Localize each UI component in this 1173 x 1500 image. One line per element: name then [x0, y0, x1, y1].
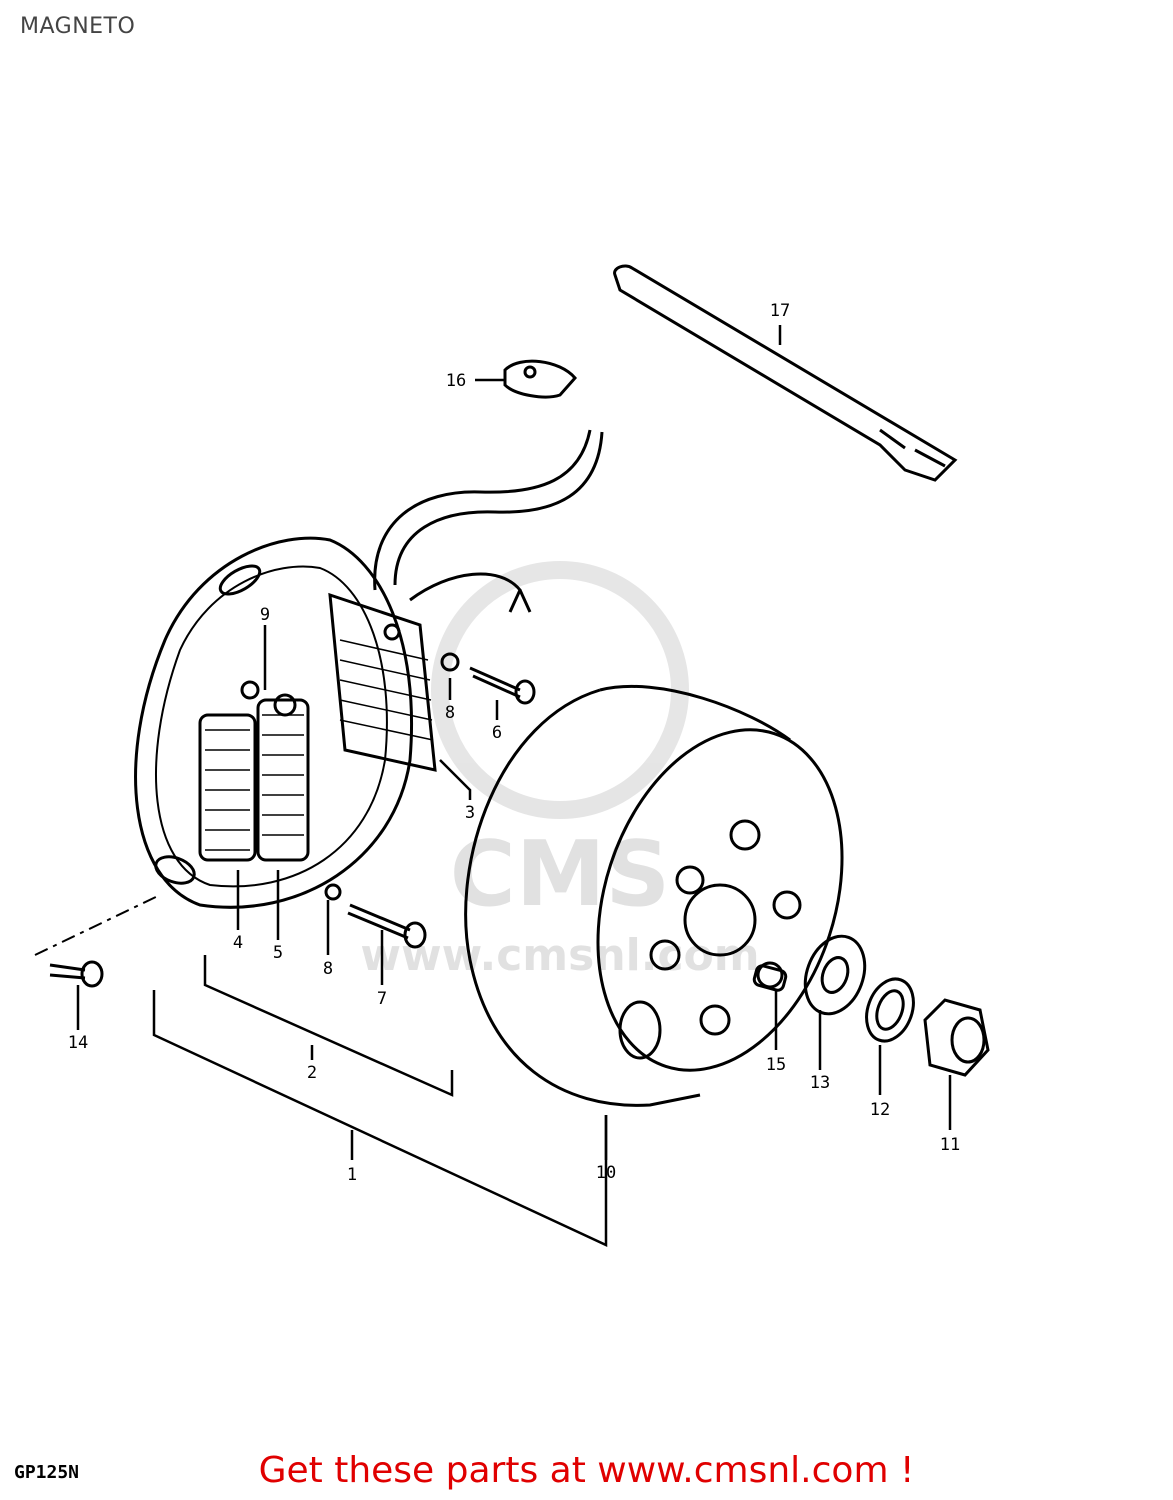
- watermark-logo: CMS www.cmsnl.com: [360, 561, 760, 981]
- stator-screws: [34, 652, 536, 988]
- callout-8a: 8: [445, 703, 455, 723]
- callout-15: 15: [766, 1055, 786, 1075]
- hub-fasteners: [752, 934, 990, 1077]
- stator-coil-left: [198, 680, 310, 862]
- callout-5: 5: [273, 943, 283, 963]
- callout-3: 3: [465, 803, 475, 823]
- grommet: [503, 359, 577, 399]
- lead-wire: [373, 429, 604, 613]
- callout-12: 12: [870, 1100, 890, 1120]
- callout-8b: 8: [323, 959, 333, 979]
- callout-4: 4: [233, 933, 243, 953]
- callout-2: 2: [307, 1063, 317, 1083]
- model-code: GP125N: [14, 1462, 80, 1483]
- callout-1: 1: [347, 1165, 357, 1185]
- callout-14: 14: [68, 1033, 88, 1053]
- callout-13: 13: [810, 1073, 830, 1093]
- promo-link[interactable]: Get these parts at www.cmsnl.com !: [258, 1450, 915, 1491]
- leader-lines: [76, 325, 952, 1247]
- callout-16: 16: [446, 371, 466, 391]
- callout-6: 6: [492, 723, 502, 743]
- svg-text:CMS: CMS: [450, 822, 670, 927]
- callout-17: 17: [770, 301, 790, 321]
- strap: [613, 264, 958, 482]
- callout-10: 10: [596, 1163, 616, 1183]
- flywheel-rotor: [464, 685, 844, 1107]
- stator-plate: [134, 536, 414, 909]
- page-title: MAGNETO: [20, 14, 136, 39]
- callout-9: 9: [260, 605, 270, 625]
- charging-coil: [328, 592, 437, 772]
- svg-text:www.cmsnl.com: www.cmsnl.com: [360, 930, 759, 981]
- callout-labels: 1 2 3 4 5 6 7 8 8 9 10 11 12 13 14 15 16…: [68, 301, 960, 1185]
- callout-7: 7: [377, 989, 387, 1009]
- callout-11: 11: [940, 1135, 960, 1155]
